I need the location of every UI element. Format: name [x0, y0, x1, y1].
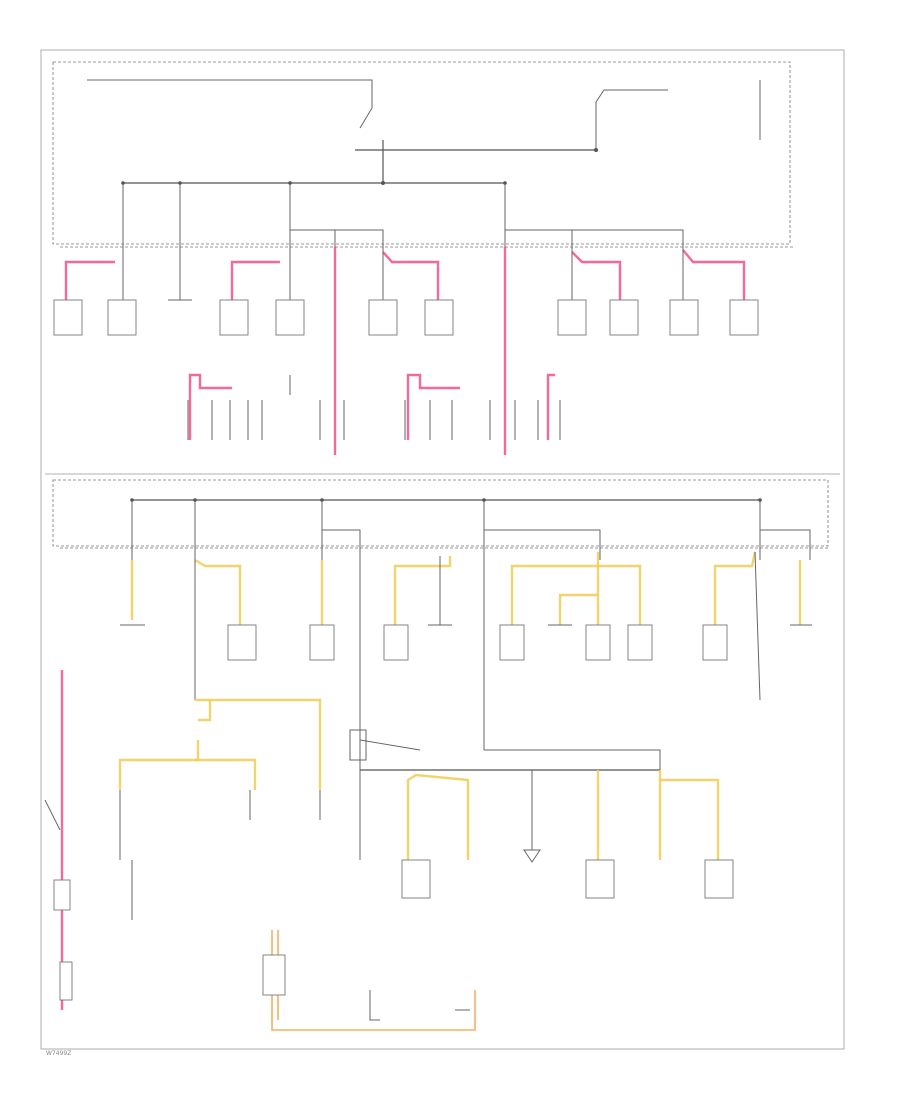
- diagram-frame: [40, 49, 845, 1050]
- injector-row: [187, 400, 561, 440]
- pink-circuit-1: [64, 260, 115, 300]
- orange-circuit: [271, 930, 476, 1031]
- pink-circuit-2: [230, 260, 280, 300]
- yellow-circuit-2: [194, 558, 242, 625]
- pink-circuit-6: [571, 251, 622, 300]
- yellow-circuit-6: [598, 564, 642, 625]
- pink-circuit-7: [682, 249, 746, 300]
- lower-component-row: [349, 729, 734, 899]
- relay-feed: [595, 89, 668, 150]
- underhood-fuse-block-outline: [52, 61, 791, 245]
- instrument-panel-fuse-block-outline: [52, 479, 829, 547]
- middle-component-row: [120, 624, 812, 661]
- top-component-row: [53, 299, 759, 336]
- pink-circuit-4: [382, 251, 440, 300]
- footer-code: W7499Z: [46, 1050, 71, 1057]
- yellow-circuit-4: [393, 556, 452, 625]
- ignition-switch: [359, 107, 373, 129]
- feed-wire-top: [87, 79, 373, 108]
- yellow-circuit-5: [510, 552, 600, 625]
- yellow-circuit-8: [713, 551, 757, 625]
